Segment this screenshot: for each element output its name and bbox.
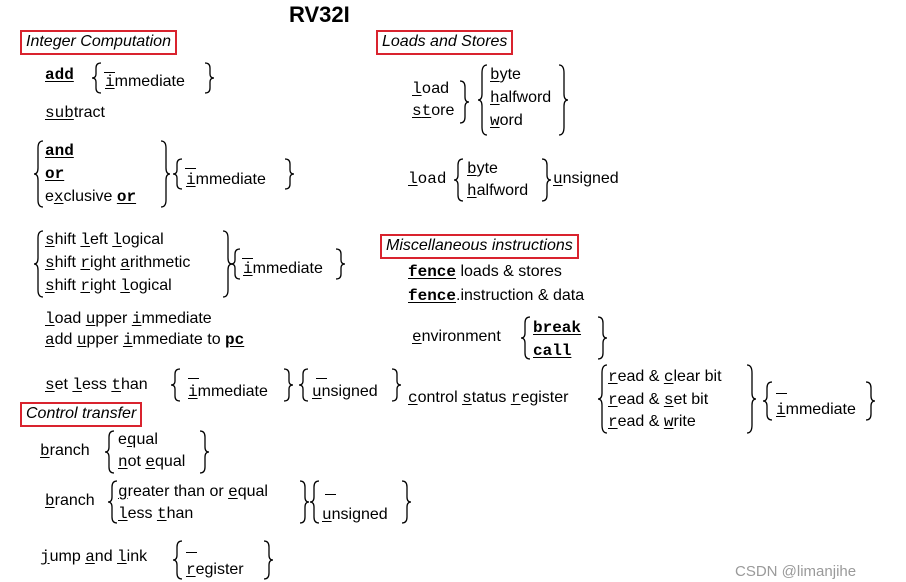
right-brace — [558, 64, 569, 136]
right-brace — [204, 62, 215, 94]
empty-option-bar — [188, 372, 199, 390]
environment-label: environment — [412, 328, 501, 346]
greater-than-or-equal-option: greater than or equal — [118, 483, 268, 501]
watermark: CSDN @limanjihe — [735, 563, 857, 580]
control-status-register-label: control status register — [408, 389, 569, 407]
and-option: and — [45, 142, 74, 160]
section-control-transfer: Control transfer — [20, 402, 143, 428]
empty-option-bar — [242, 252, 253, 270]
section-loads-and-stores: Loads and Stores — [376, 30, 514, 56]
right-brace — [283, 368, 294, 402]
empty-option-bar — [185, 162, 196, 180]
left-brace — [762, 381, 773, 421]
fence-instruction-data-label: fence.instruction & data — [408, 287, 585, 305]
left-brace — [298, 368, 309, 402]
shift-right-logical-option: shift right logical — [45, 277, 172, 295]
unsigned-option: unsigned — [322, 506, 388, 524]
left-brace — [91, 62, 102, 94]
byte-option: byte — [490, 66, 521, 84]
left-brace — [107, 480, 118, 524]
less-than-option: less than — [118, 505, 194, 523]
byte-option: byte — [467, 160, 498, 178]
left-brace — [230, 248, 241, 280]
right-brace — [160, 140, 171, 208]
immediate-option: immediate — [243, 260, 323, 278]
halfword-option: halfword — [490, 89, 552, 107]
right-brace — [299, 480, 310, 524]
left-brace — [172, 540, 183, 580]
or-option: or — [45, 165, 65, 183]
empty-option-bar — [104, 66, 115, 84]
right-brace — [401, 480, 412, 524]
right-brace — [391, 368, 402, 402]
equal-option: equal — [118, 431, 158, 449]
call-option: call — [533, 342, 572, 360]
right-brace — [335, 248, 346, 280]
left-brace — [33, 230, 44, 298]
right-brace — [597, 316, 608, 360]
branch-label: branch — [45, 492, 95, 510]
left-brace — [33, 140, 44, 208]
read-write-option: read & write — [608, 413, 696, 431]
branch-label: branch — [40, 442, 90, 460]
right-brace — [199, 430, 210, 474]
page-title: RV32I — [289, 2, 350, 27]
not-equal-option: not equal — [118, 453, 186, 471]
right-brace — [284, 158, 295, 190]
left-brace — [309, 480, 320, 524]
empty-option-bar — [776, 387, 787, 405]
shift-right-arithmetic-option: shift right arithmetic — [45, 254, 191, 272]
right-brace — [263, 540, 274, 580]
add-upper-immediate-to-pc-label: add upper immediate to pc — [45, 331, 245, 349]
store-option: store — [412, 102, 455, 120]
break-option: break — [533, 319, 582, 337]
right-brace — [746, 364, 757, 434]
add-label: add — [45, 66, 74, 84]
left-brace — [453, 158, 464, 202]
section-integer-computation: Integer Computation — [20, 30, 177, 56]
jump-and-link-label: jump and link — [40, 548, 148, 566]
left-brace — [597, 364, 608, 434]
exclusive-or-option: exclusive or — [45, 188, 137, 206]
immediate-option: immediate — [188, 383, 268, 401]
read-set-bit-option: read & set bit — [608, 391, 709, 409]
unsigned-option: unsigned — [553, 170, 619, 188]
word-option: word — [490, 112, 523, 130]
left-brace — [104, 430, 115, 474]
load-upper-immediate-label: load upper immediate — [45, 310, 212, 328]
right-brace — [459, 80, 470, 124]
left-brace — [520, 316, 531, 360]
shift-left-logical-option: shift left logical — [45, 231, 164, 249]
empty-option-bar — [325, 488, 336, 506]
section-miscellaneous-instructions: Miscellaneous instructions — [380, 234, 579, 260]
halfword-option: halfword — [467, 182, 529, 200]
fence-loads-stores-label: fence loads & stores — [408, 263, 562, 281]
read-clear-bit-option: read & clear bit — [608, 368, 722, 386]
set-less-than-label: set less than — [45, 376, 148, 394]
load-label: load — [408, 170, 447, 188]
immediate-option: immediate — [105, 73, 185, 91]
load-option: load — [412, 80, 450, 98]
right-brace — [541, 158, 552, 202]
subtract-label: subtract — [45, 104, 105, 122]
left-brace — [477, 64, 488, 136]
register-option: register — [186, 561, 244, 579]
left-brace — [170, 368, 181, 402]
immediate-option: immediate — [776, 401, 856, 419]
unsigned-option: unsigned — [312, 383, 378, 401]
immediate-option: immediate — [186, 171, 266, 189]
right-brace — [865, 381, 876, 421]
empty-option-bar — [316, 372, 327, 390]
left-brace — [172, 158, 183, 190]
empty-option-bar — [186, 546, 197, 564]
